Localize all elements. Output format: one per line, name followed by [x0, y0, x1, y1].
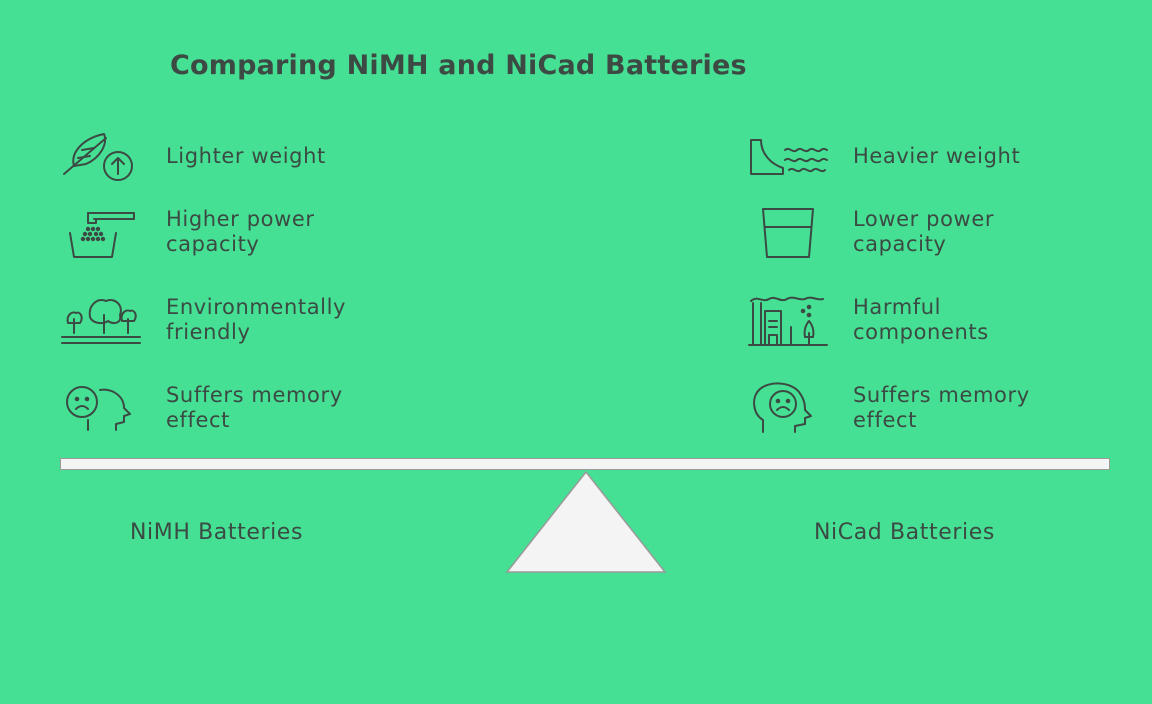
glass-icon [747, 205, 829, 261]
left-item-1-label: Lighter weight [166, 144, 326, 168]
right-item-4-label: Suffers memory effect [853, 383, 1030, 432]
left-item-4-label: Suffers memory effect [166, 383, 343, 432]
right-item-2-label: Lower power capacity [853, 207, 995, 256]
left-item-2-label: Higher power capacity [166, 207, 315, 256]
factory-pollution-icon [747, 293, 829, 349]
right-item-3-label: Harmful components [853, 295, 989, 344]
left-side-label: NiMH Batteries [130, 520, 304, 545]
feather-up-icon [60, 128, 142, 184]
right-item-1-label: Heavier weight [853, 144, 1021, 168]
faucet-bucket-icon [60, 205, 142, 261]
fulcrum-triangle [505, 470, 667, 573]
sad-head-icon [60, 382, 142, 438]
trees-icon [60, 293, 142, 349]
balance-beam [60, 458, 1110, 470]
dam-water-icon [747, 128, 829, 184]
right-side-label: NiCad Batteries [814, 520, 995, 545]
left-item-3-label: Environmentally friendly [166, 295, 347, 344]
sad-head-icon [747, 380, 829, 436]
page-title: Comparing NiMH and NiCad Batteries [170, 50, 747, 81]
